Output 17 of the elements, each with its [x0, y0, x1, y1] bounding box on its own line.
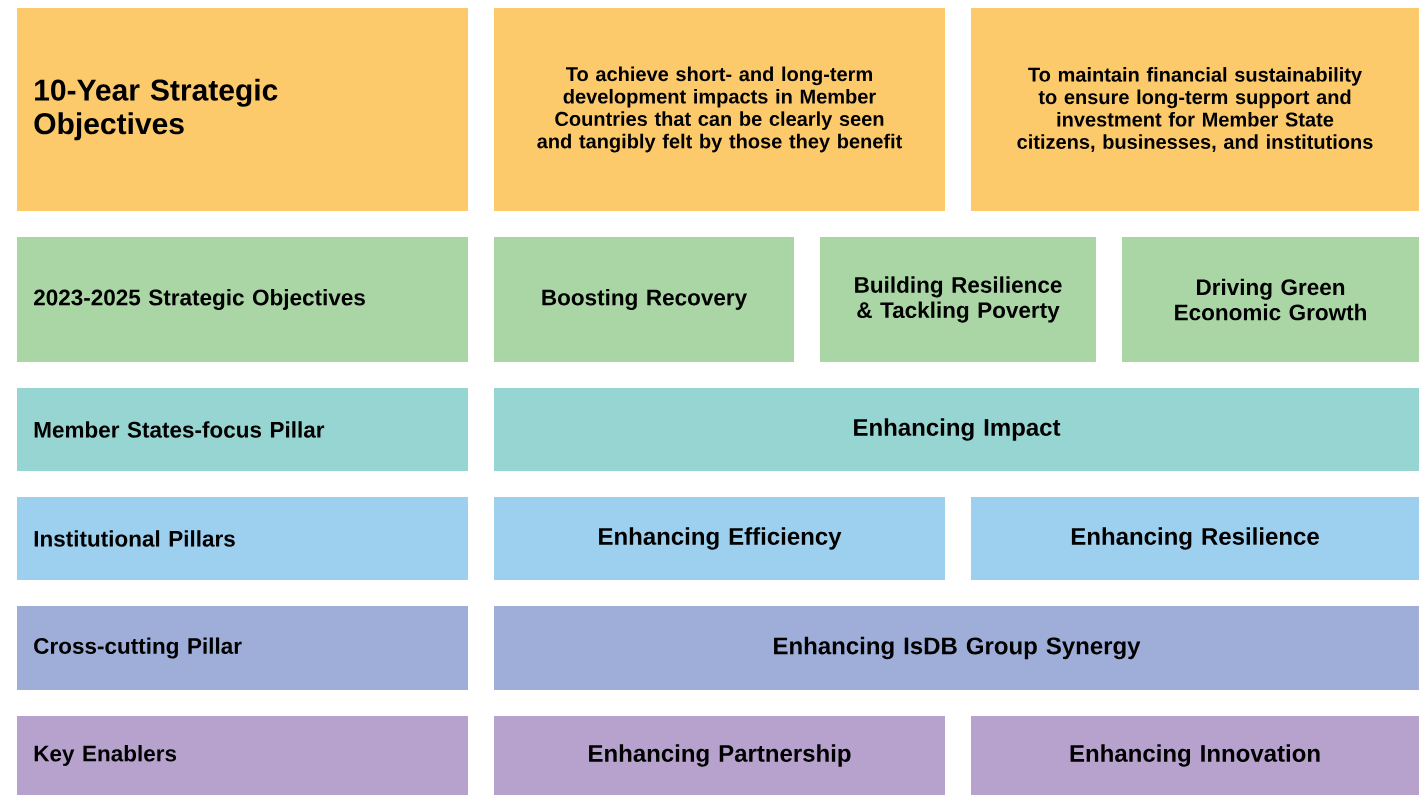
row-label-box: Member States-focus Pillar — [17, 388, 468, 471]
row-label-box: Cross-cutting Pillar — [17, 606, 468, 690]
item-box: Enhancing Impact — [494, 388, 1419, 471]
item-box: Driving Green Economic Growth — [1122, 237, 1419, 362]
item-box: Enhancing Efficiency — [494, 497, 945, 580]
objective-box: To achieve short- and long-term development impacts in Member Countries that can be clearly seen and tangibly felt by those they benefit — [494, 8, 945, 211]
row-label-box: 2023-2025 Strategic Objectives — [17, 237, 468, 362]
item-box: Boosting Recovery — [494, 237, 794, 362]
item-box: Enhancing Partnership — [494, 716, 945, 795]
row-label-box: Institutional Pillars — [17, 497, 468, 580]
row-label-box: Key Enablers — [17, 716, 468, 795]
item-box: Enhancing Resilience — [971, 497, 1419, 580]
item-box: Building Resilience & Tackling Poverty — [820, 237, 1096, 362]
item-box: Enhancing Innovation — [971, 716, 1419, 795]
item-box: Enhancing IsDB Group Synergy — [494, 606, 1419, 690]
objective-box: To maintain financial sustainability to ensure long-term support and investment for Member State citizens, businesses, and institutions — [971, 8, 1419, 211]
row-label-box: 10-Year Strategic Objectives — [17, 8, 468, 211]
